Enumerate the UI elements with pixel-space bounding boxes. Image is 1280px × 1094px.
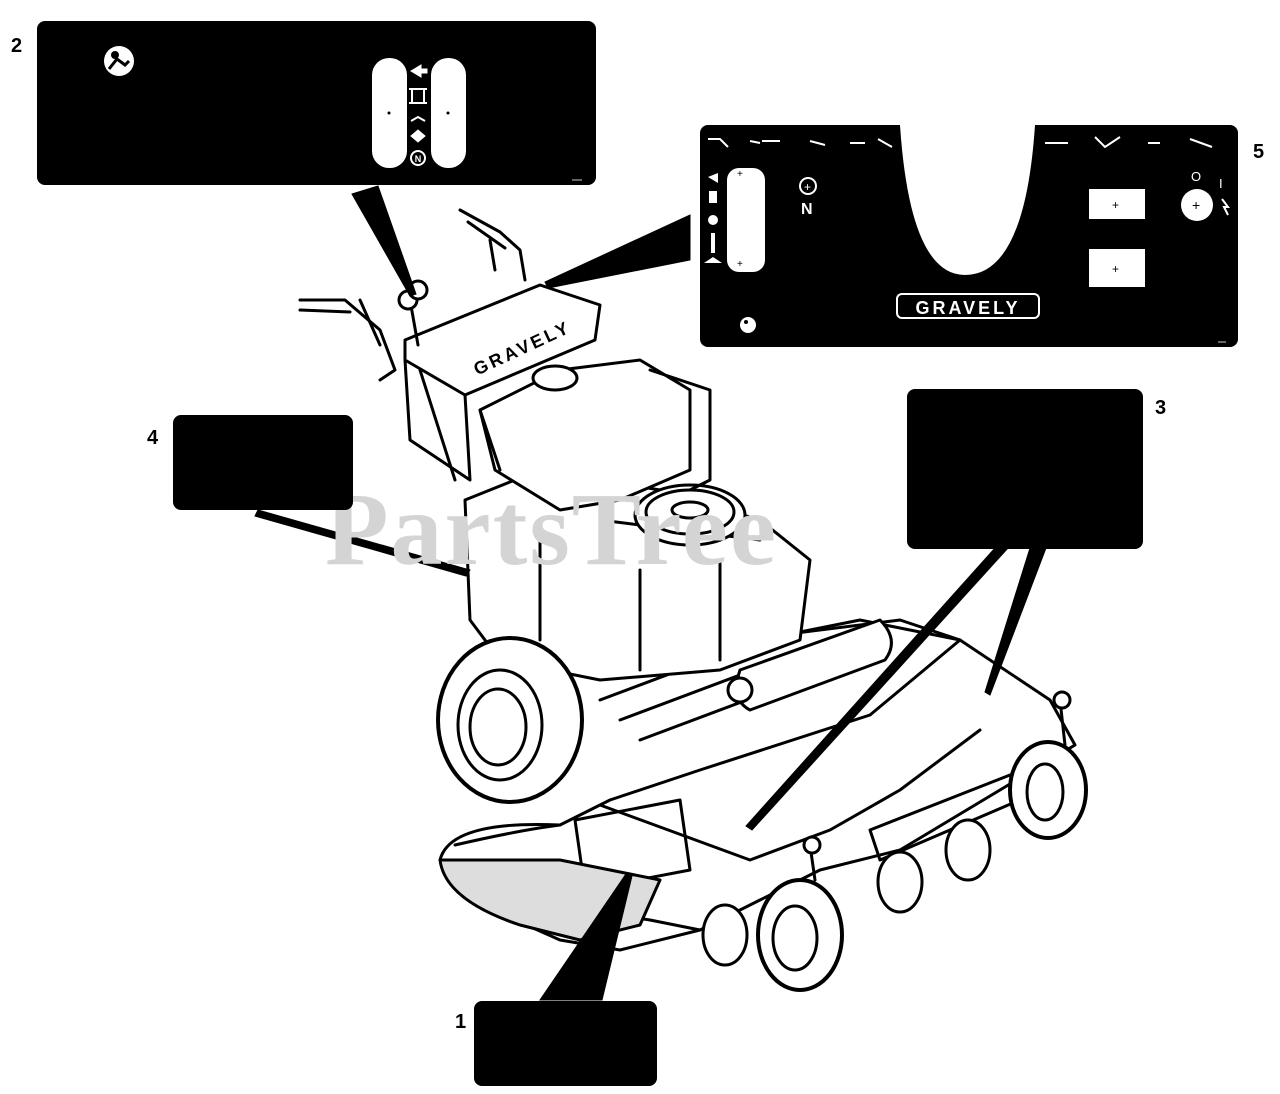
decal-5-control-slot xyxy=(727,168,765,272)
plus-knob-icon xyxy=(799,177,817,195)
reverse-icon xyxy=(708,173,718,183)
callout-1: 1 xyxy=(455,1011,467,1033)
deck-flap xyxy=(438,858,662,942)
ignition-on-label: I xyxy=(1219,176,1223,191)
reverse-arrow-icon xyxy=(410,64,428,78)
throttle-icon xyxy=(704,257,722,263)
decal-3[interactable] xyxy=(907,389,1143,549)
svg-text:+: + xyxy=(1112,198,1119,212)
svg-text:+: + xyxy=(737,259,743,270)
decal-2[interactable]: N xyxy=(37,21,596,185)
chevron-icon xyxy=(410,115,426,122)
svg-text:+: + xyxy=(1192,197,1200,213)
callout-5: 5 xyxy=(1253,141,1265,163)
pto-switch-slot xyxy=(1089,189,1145,219)
fuel-tank xyxy=(478,358,692,512)
forward-bar-icon xyxy=(711,233,715,253)
decal-2-neutral-label: N xyxy=(415,154,422,164)
operator-manual-icon xyxy=(104,46,134,76)
watermark: PartsTree xyxy=(325,472,779,587)
leader-5 xyxy=(544,214,691,289)
leader-4 xyxy=(254,509,471,577)
forward-arrow-icon xyxy=(410,129,426,143)
neutral-icon xyxy=(410,150,426,166)
operator-icon xyxy=(709,191,717,203)
operator-manual-icon xyxy=(740,317,756,333)
callout-4: 4 xyxy=(147,427,159,449)
brand-logo: GRAVELY xyxy=(896,293,1040,319)
decal-5-cutout xyxy=(900,125,1035,275)
right-handle xyxy=(458,208,527,282)
decal-5[interactable]: + + + N + + + O I xyxy=(700,125,1238,347)
decal-1[interactable] xyxy=(474,1001,657,1086)
caster-wheels xyxy=(701,690,1088,992)
neutral-small-icon xyxy=(708,215,718,225)
svg-text:+: + xyxy=(737,169,743,180)
callout-2: 2 xyxy=(11,35,23,57)
operator-icon xyxy=(409,88,427,104)
start-icon xyxy=(1221,198,1230,216)
callout-3: 3 xyxy=(1155,397,1167,419)
leader-2 xyxy=(351,185,417,297)
svg-text:+: + xyxy=(1112,262,1119,276)
left-handle xyxy=(298,298,397,382)
ignition-switch xyxy=(1181,189,1213,221)
decal-5-top-icons xyxy=(708,136,1213,149)
brake-switch-slot xyxy=(1089,249,1145,287)
decal-2-graphics: N xyxy=(104,46,582,181)
leader-lines xyxy=(254,185,1047,1001)
decal-4[interactable] xyxy=(173,415,353,510)
leader-3b xyxy=(984,547,1047,696)
ignition-off-label: O xyxy=(1191,169,1201,184)
leader-1 xyxy=(539,873,633,1001)
decal-5-neutral-label: N xyxy=(801,201,813,218)
decal-5-graphics: + + + N + + + O I xyxy=(704,125,1230,343)
decal-5-side-icons xyxy=(704,173,722,263)
svg-text:+: + xyxy=(804,180,811,194)
